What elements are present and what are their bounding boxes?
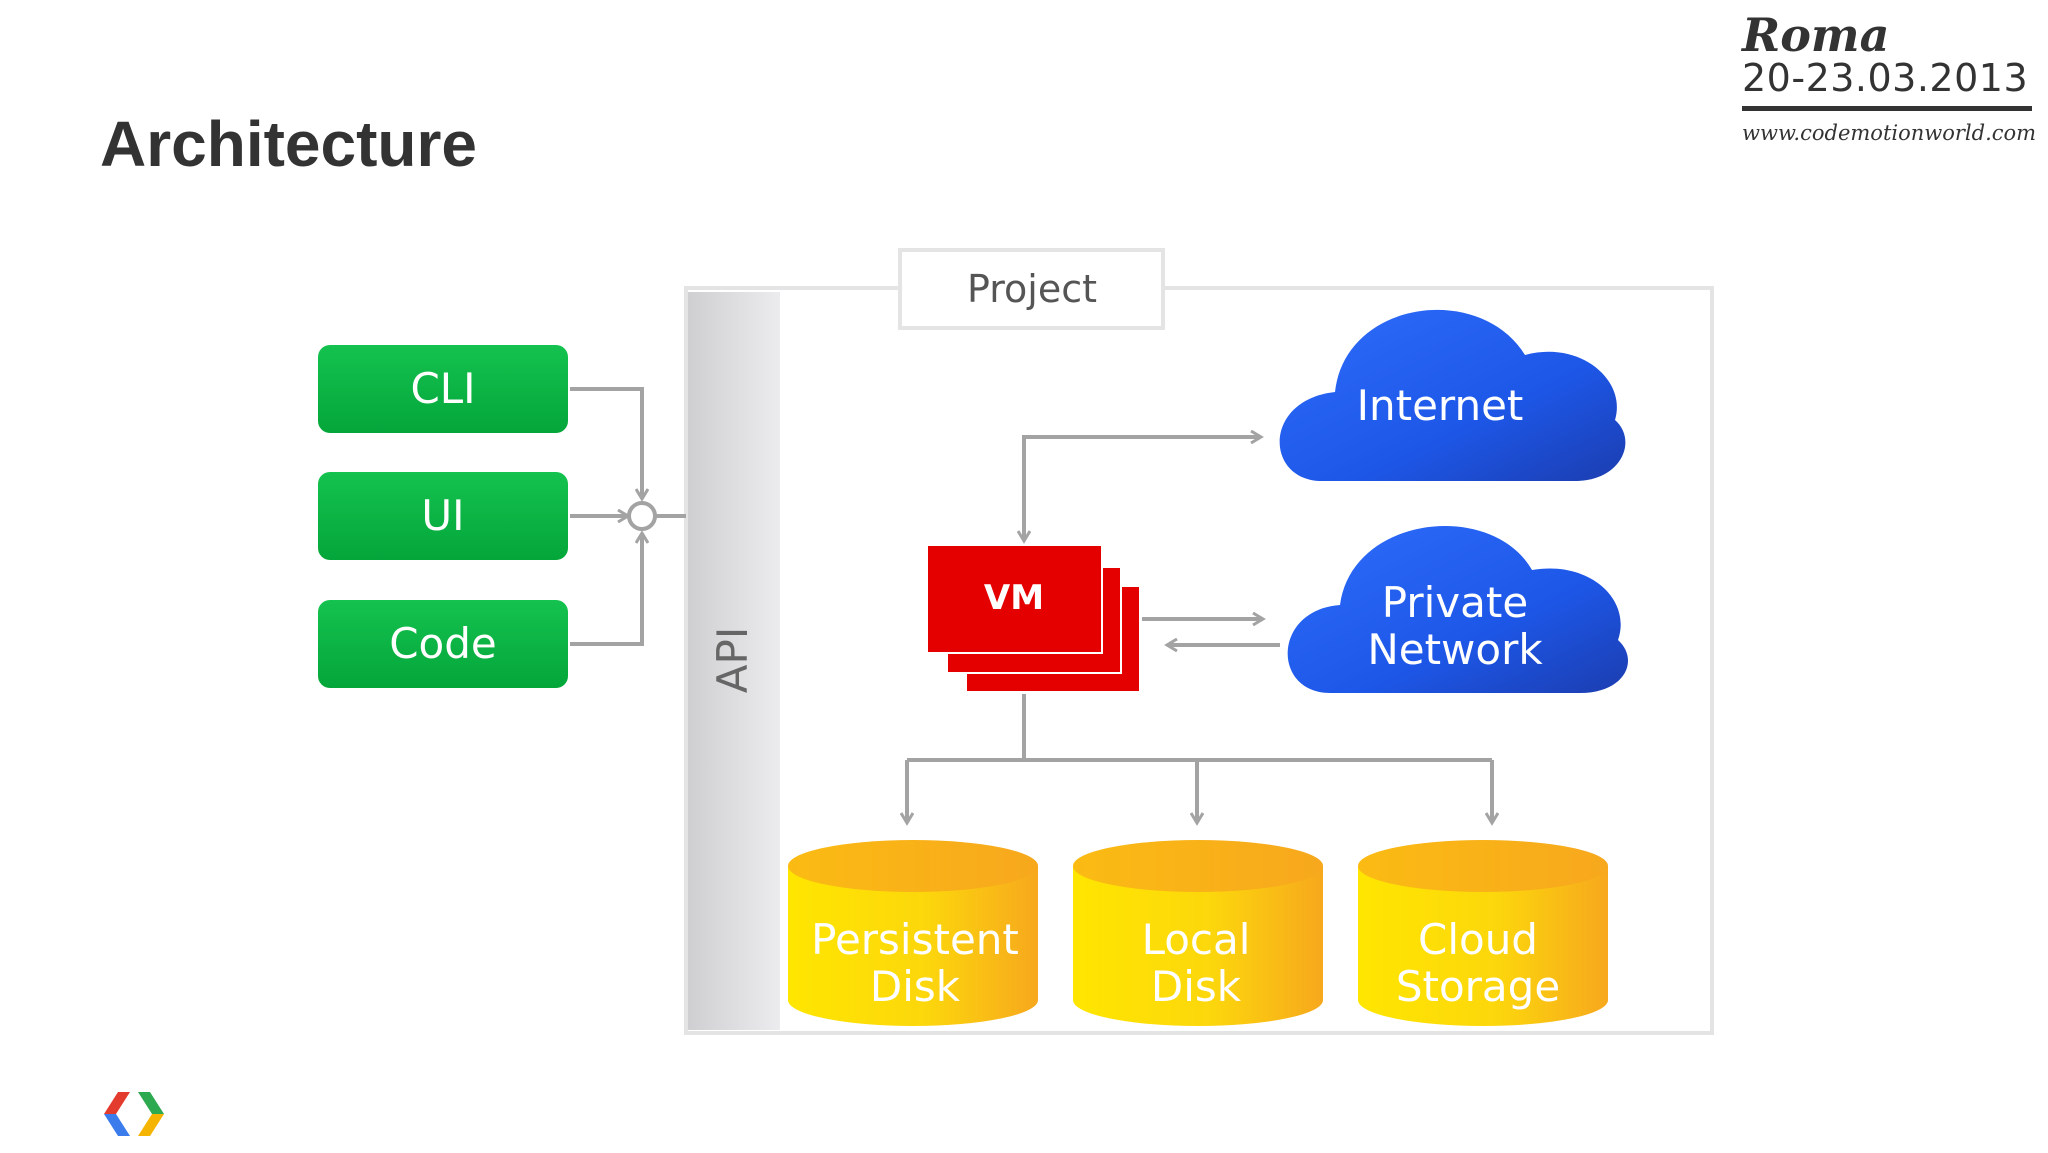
storage-connectors bbox=[907, 694, 1492, 822]
persistent-disk-label-line1: Persistent bbox=[811, 915, 1019, 964]
api-label: API bbox=[708, 627, 757, 693]
persistent-disk-label-line2: Disk bbox=[870, 962, 961, 1011]
local-disk-label-line1: Local bbox=[1142, 915, 1251, 964]
client-code-label: Code bbox=[389, 619, 497, 668]
vm-label: VM bbox=[984, 578, 1044, 618]
storage-persistent-disk: Persistent Disk bbox=[788, 840, 1038, 1026]
event-dates: 20-23.03.2013 bbox=[1742, 56, 2029, 100]
project-tab bbox=[898, 248, 1165, 330]
google-developers-logo-icon bbox=[104, 1092, 164, 1136]
internet-cloud: Internet bbox=[1279, 309, 1626, 481]
api-bar bbox=[688, 292, 780, 1030]
client-code: Code bbox=[318, 600, 568, 688]
event-divider bbox=[1742, 106, 2032, 111]
client-cli: CLI bbox=[318, 345, 568, 433]
project-label: Project bbox=[967, 267, 1097, 311]
local-disk-label-line2: Disk bbox=[1151, 962, 1242, 1011]
event-url: www.codemotionworld.com bbox=[1742, 121, 2037, 145]
client-cli-label: CLI bbox=[410, 364, 475, 413]
vm-stack: VM bbox=[926, 544, 1141, 693]
private-network-label-line2: Network bbox=[1367, 625, 1543, 674]
client-ui: UI bbox=[318, 472, 568, 560]
private-network-label-line1: Private bbox=[1382, 578, 1528, 627]
storage-cloud-storage: Cloud Storage bbox=[1358, 840, 1608, 1026]
private-network-cloud: Private Network bbox=[1287, 526, 1629, 693]
slide-title: Architecture bbox=[100, 108, 477, 180]
cloud-storage-label-line2: Storage bbox=[1396, 962, 1560, 1011]
client-ui-label: UI bbox=[421, 491, 464, 540]
network-connectors bbox=[1024, 437, 1280, 645]
client-connectors bbox=[570, 387, 686, 646]
event-city: Roma bbox=[1742, 8, 1890, 62]
storage-local-disk: Local Disk bbox=[1073, 840, 1323, 1026]
cloud-storage-label-line1: Cloud bbox=[1418, 915, 1538, 964]
internet-label: Internet bbox=[1357, 381, 1524, 430]
